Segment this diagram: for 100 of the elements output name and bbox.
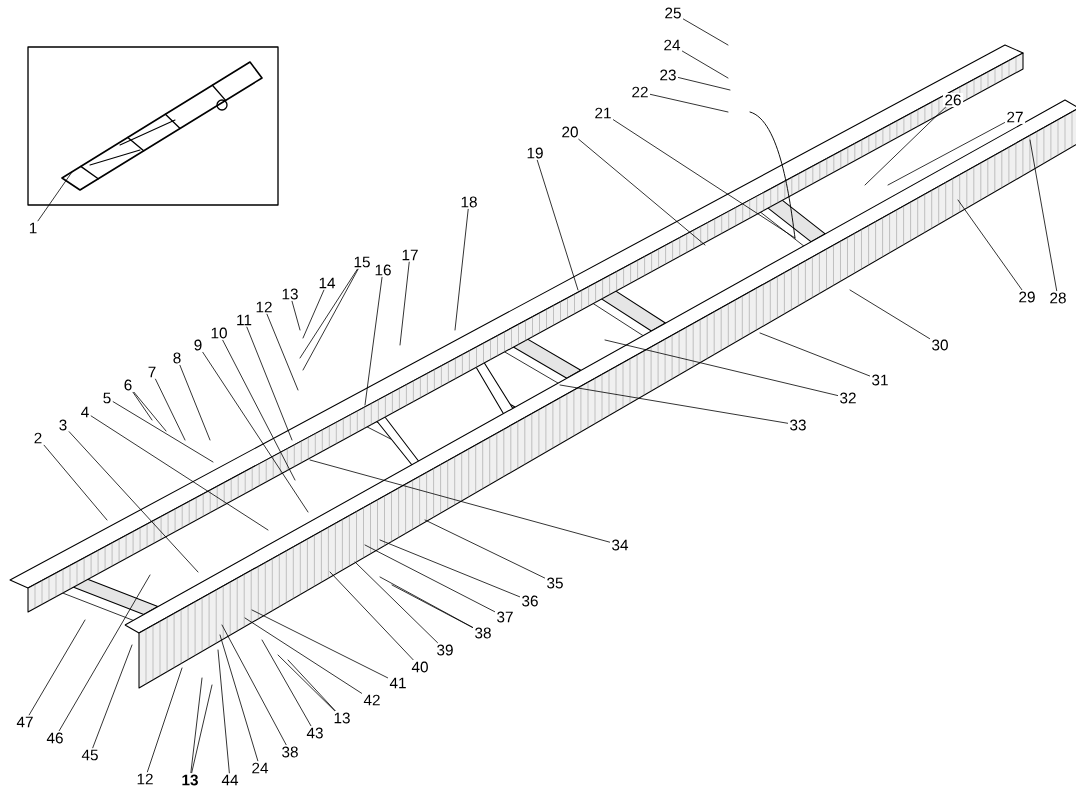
leader-line xyxy=(849,289,930,340)
leader-line xyxy=(190,677,203,774)
callout-number: 31 xyxy=(869,372,891,388)
callout-number: 43 xyxy=(304,725,326,740)
callout-number: 2 xyxy=(32,431,44,445)
leader-line xyxy=(219,634,259,762)
callout-number: 44 xyxy=(219,773,241,787)
leader-line xyxy=(221,624,287,746)
leader-line xyxy=(112,401,214,463)
leader-line xyxy=(957,199,1023,291)
callout-number: 16 xyxy=(372,262,394,278)
leader-line xyxy=(132,391,153,421)
callout-number: 38 xyxy=(472,625,494,640)
callout-number: 12 xyxy=(253,300,275,314)
leader-line xyxy=(650,93,729,113)
leader-line xyxy=(217,649,230,774)
callout-number: 8 xyxy=(171,350,183,366)
callout-number: 24 xyxy=(661,38,683,52)
leader-line xyxy=(364,544,495,613)
leader-line xyxy=(864,106,946,186)
leader-line xyxy=(536,159,579,291)
leader-line xyxy=(424,519,545,579)
callout-number: 20 xyxy=(559,124,581,140)
callout-number: 35 xyxy=(544,575,566,590)
callout-number: 13 xyxy=(279,286,301,302)
callout-number: 3 xyxy=(57,417,69,433)
callout-number: 27 xyxy=(1004,110,1026,124)
leader-line xyxy=(364,276,383,406)
callout-number: 19 xyxy=(524,145,546,161)
leader-line xyxy=(147,667,183,773)
leader-line xyxy=(58,574,151,732)
leader-line xyxy=(887,122,1005,186)
leader-line xyxy=(28,619,86,716)
callout-number: 29 xyxy=(1016,289,1038,305)
leader-line xyxy=(43,444,108,521)
leader-line xyxy=(277,654,335,712)
callout-number: 30 xyxy=(929,337,951,353)
leader-line xyxy=(683,18,729,46)
callout-number: 41 xyxy=(387,676,409,690)
callout-number: 18 xyxy=(458,194,480,210)
leader-line xyxy=(287,659,336,712)
leader-line xyxy=(559,384,788,424)
leader-line xyxy=(354,561,438,644)
callout-number: 42 xyxy=(361,693,383,707)
leader-line xyxy=(678,77,731,91)
leader-line xyxy=(261,639,312,727)
leader-line xyxy=(191,684,213,774)
leader-line xyxy=(399,261,410,346)
callout-number: 17 xyxy=(399,248,421,262)
callout-number: 34 xyxy=(609,537,631,552)
leader-line xyxy=(244,617,362,694)
callout-number: 11 xyxy=(234,313,254,327)
callout-number: 25 xyxy=(662,6,684,21)
leader-line xyxy=(133,391,167,432)
leader-line xyxy=(1029,139,1058,292)
callout-number: 46 xyxy=(44,730,66,745)
callout-number: 22 xyxy=(629,85,651,99)
leader-line xyxy=(246,326,293,441)
callout-number: 7 xyxy=(146,365,158,379)
callout-number: 24 xyxy=(249,761,271,775)
leader-line xyxy=(222,339,296,481)
callout-number: 14 xyxy=(316,276,338,290)
callout-number: 15 xyxy=(351,255,373,269)
callout-number: 1 xyxy=(27,221,39,235)
leader-line xyxy=(613,119,796,239)
leader-line xyxy=(90,415,269,531)
callout-number: 28 xyxy=(1047,290,1069,306)
callout-number: 33 xyxy=(787,417,809,433)
leader-line xyxy=(302,289,325,339)
callout-number: 6 xyxy=(122,377,134,393)
leader-line xyxy=(302,268,359,371)
leader-line xyxy=(604,339,838,396)
callout-number: 39 xyxy=(434,642,456,657)
callout-number: 21 xyxy=(592,106,614,120)
leader-line xyxy=(266,313,299,391)
callout-number: 9 xyxy=(192,337,204,353)
leader-line xyxy=(329,571,414,661)
callout-number: 38 xyxy=(279,744,301,759)
callout-number: 10 xyxy=(208,325,230,341)
callout-number: 37 xyxy=(494,609,516,625)
leader-line xyxy=(391,584,473,628)
leader-line xyxy=(37,171,73,222)
callout-number: 32 xyxy=(837,390,859,406)
callout-number: 4 xyxy=(79,405,91,419)
leader-line xyxy=(92,644,133,749)
leader-line xyxy=(299,268,358,359)
callout-number: 23 xyxy=(657,68,679,83)
leader-line xyxy=(379,576,473,628)
callout-number: 40 xyxy=(409,659,431,674)
callout-number: 5 xyxy=(101,391,113,405)
callout-number: 13 xyxy=(331,710,353,726)
leader-line xyxy=(251,609,388,679)
leader-line xyxy=(68,431,199,573)
callout-number: 13 xyxy=(179,772,201,788)
leader-line xyxy=(155,378,186,441)
callout-number: 36 xyxy=(519,593,541,608)
callout-number: 45 xyxy=(79,748,101,762)
leader-line xyxy=(379,539,520,598)
leader-line xyxy=(309,459,610,543)
leader-line xyxy=(291,300,301,331)
